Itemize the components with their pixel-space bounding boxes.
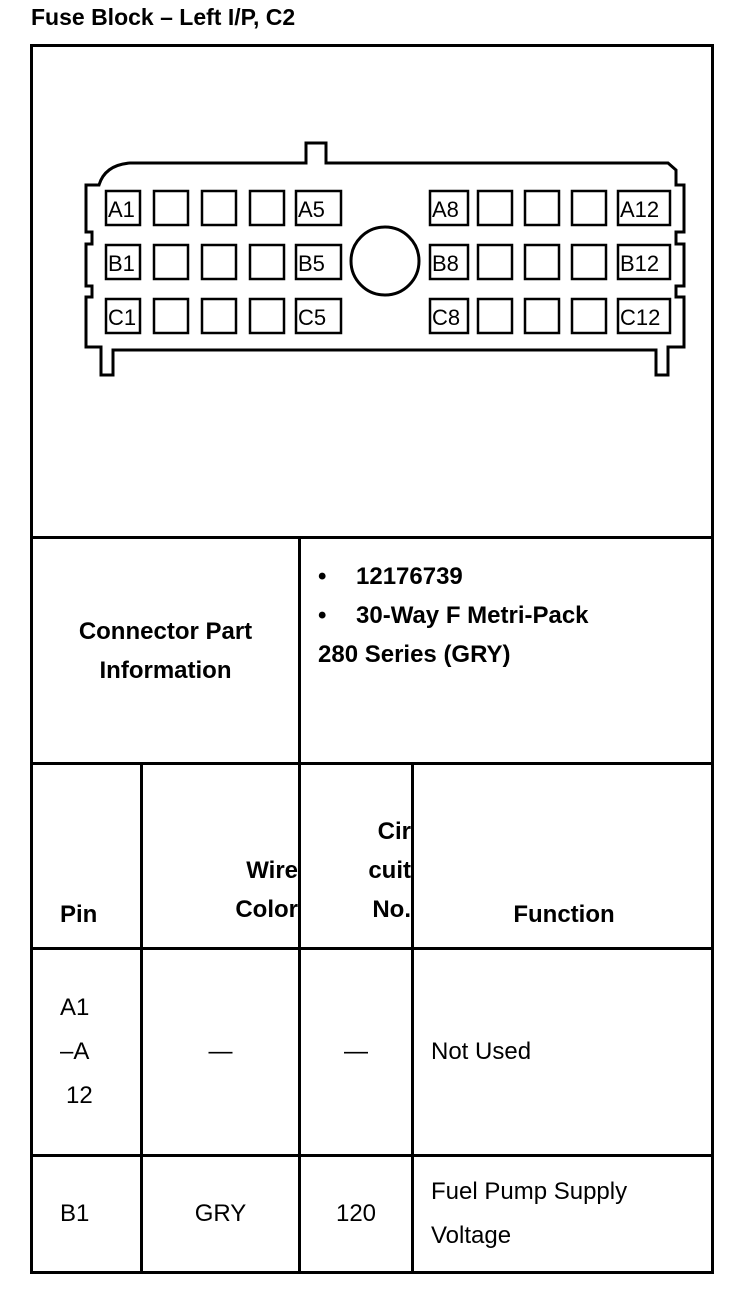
pin-cavity xyxy=(152,243,190,281)
pin-cavity xyxy=(104,189,142,227)
pin-cavity xyxy=(616,297,672,335)
function-line: Fuel Pump Supply xyxy=(431,1178,628,1205)
table-cell-circuit: — xyxy=(301,950,411,1154)
pin-cavity xyxy=(570,243,608,281)
part-info-label: Connector Part Information xyxy=(33,539,298,762)
bullet: • xyxy=(318,563,327,590)
table-cell-wire-color: GRY xyxy=(143,1157,298,1271)
pin-cavity xyxy=(248,189,286,227)
header-pin-label: Pin xyxy=(60,901,98,928)
pin-cavity xyxy=(616,189,672,227)
divider xyxy=(298,536,301,1274)
pin-cavity xyxy=(200,189,238,227)
part-info-label-line: Connector Part xyxy=(78,617,253,645)
part-series: 280 Series (GRY) xyxy=(318,641,511,668)
pin-cavity xyxy=(104,297,142,335)
circuit-value: 120 xyxy=(335,1200,377,1227)
part-info-value: • 12176739 • 30-Way F Metri-Pack 280 Serie… xyxy=(318,557,589,674)
header-line: Color xyxy=(235,896,298,923)
pin-cavity xyxy=(294,297,343,335)
bullet: • xyxy=(318,602,327,629)
part-info-label-line: Information xyxy=(99,656,232,684)
pin-cavity xyxy=(428,189,470,227)
pin-label: A5 xyxy=(298,197,325,222)
pin-cavity xyxy=(294,243,343,281)
pin-cavity xyxy=(476,243,514,281)
header-circuit: Cir cuit No. xyxy=(301,765,411,947)
pin-label: C8 xyxy=(432,305,460,330)
page-title: Fuse Block – Left I/P, C2 xyxy=(31,4,296,30)
header-pin: Pin xyxy=(33,765,140,947)
divider xyxy=(30,1154,714,1157)
pin-line: –A xyxy=(60,1038,90,1065)
pin-cavity xyxy=(523,297,561,335)
pin-label: C12 xyxy=(620,305,660,330)
pin-label: B12 xyxy=(620,251,659,276)
pin-cavity xyxy=(523,243,561,281)
center-post xyxy=(349,225,421,297)
connector-outline xyxy=(84,141,686,377)
header-line: Cir xyxy=(377,818,411,845)
part-description-item: • 30-Way F Metri-Pack xyxy=(318,596,589,635)
wire-color-value: — xyxy=(208,1038,233,1065)
pin-label: B1 xyxy=(108,251,135,276)
pin-cavity xyxy=(248,297,286,335)
pin-cavity xyxy=(570,189,608,227)
pin-value: B1 xyxy=(60,1200,90,1227)
divider xyxy=(140,762,143,1274)
pin-line: A1 xyxy=(60,994,90,1021)
header-function: Function xyxy=(414,765,714,947)
table-cell-function: Not Used xyxy=(414,950,714,1154)
pin-cavity xyxy=(570,297,608,335)
function-value: Not Used xyxy=(431,1038,532,1065)
pin-cavity xyxy=(248,243,286,281)
pin-label: C5 xyxy=(298,305,326,330)
pin-cavity xyxy=(200,297,238,335)
header-line: Wire xyxy=(246,857,298,884)
pin-cavity xyxy=(428,297,470,335)
part-number: 12176739 xyxy=(356,563,463,590)
header-line: cuit xyxy=(368,857,411,884)
table-cell-pin: B1 xyxy=(33,1157,140,1271)
divider xyxy=(30,762,714,765)
function-line: Voltage xyxy=(431,1222,512,1249)
circuit-value: — xyxy=(344,1038,368,1065)
pin-label: A12 xyxy=(620,197,659,222)
pin-label: A1 xyxy=(108,197,135,222)
pin-cavity xyxy=(152,297,190,335)
pin-line: 12 xyxy=(66,1082,93,1109)
pin-cavity xyxy=(428,243,470,281)
pin-cavity xyxy=(152,189,190,227)
document-frame xyxy=(30,44,714,1274)
pin-label: B8 xyxy=(432,251,459,276)
pin-label: A8 xyxy=(432,197,459,222)
pin-label: B5 xyxy=(298,251,325,276)
table-cell-function: Fuel Pump Supply Voltage xyxy=(414,1157,714,1271)
table-cell-wire-color: — xyxy=(143,950,298,1154)
part-description: 30-Way F Metri-Pack xyxy=(356,602,589,629)
pin-cavity xyxy=(294,189,343,227)
part-number-item: • 12176739 xyxy=(318,557,589,596)
divider xyxy=(30,947,714,950)
pin-cavity xyxy=(616,243,672,281)
table-cell-circuit: 120 xyxy=(301,1157,411,1271)
pin-label: C1 xyxy=(108,305,136,330)
pin-cavity xyxy=(476,189,514,227)
divider xyxy=(30,536,714,539)
table-cell-pin: A1 –A 12 xyxy=(33,950,140,1154)
pin-cavity xyxy=(200,243,238,281)
header-wire-color: Wire Color xyxy=(143,765,298,947)
wire-color-value: GRY xyxy=(194,1200,247,1227)
pin-cavity xyxy=(476,297,514,335)
pin-cavity xyxy=(104,243,142,281)
header-line: No. xyxy=(372,896,411,923)
header-function-label: Function xyxy=(513,901,615,928)
pin-cavity xyxy=(523,189,561,227)
divider xyxy=(411,762,414,1274)
